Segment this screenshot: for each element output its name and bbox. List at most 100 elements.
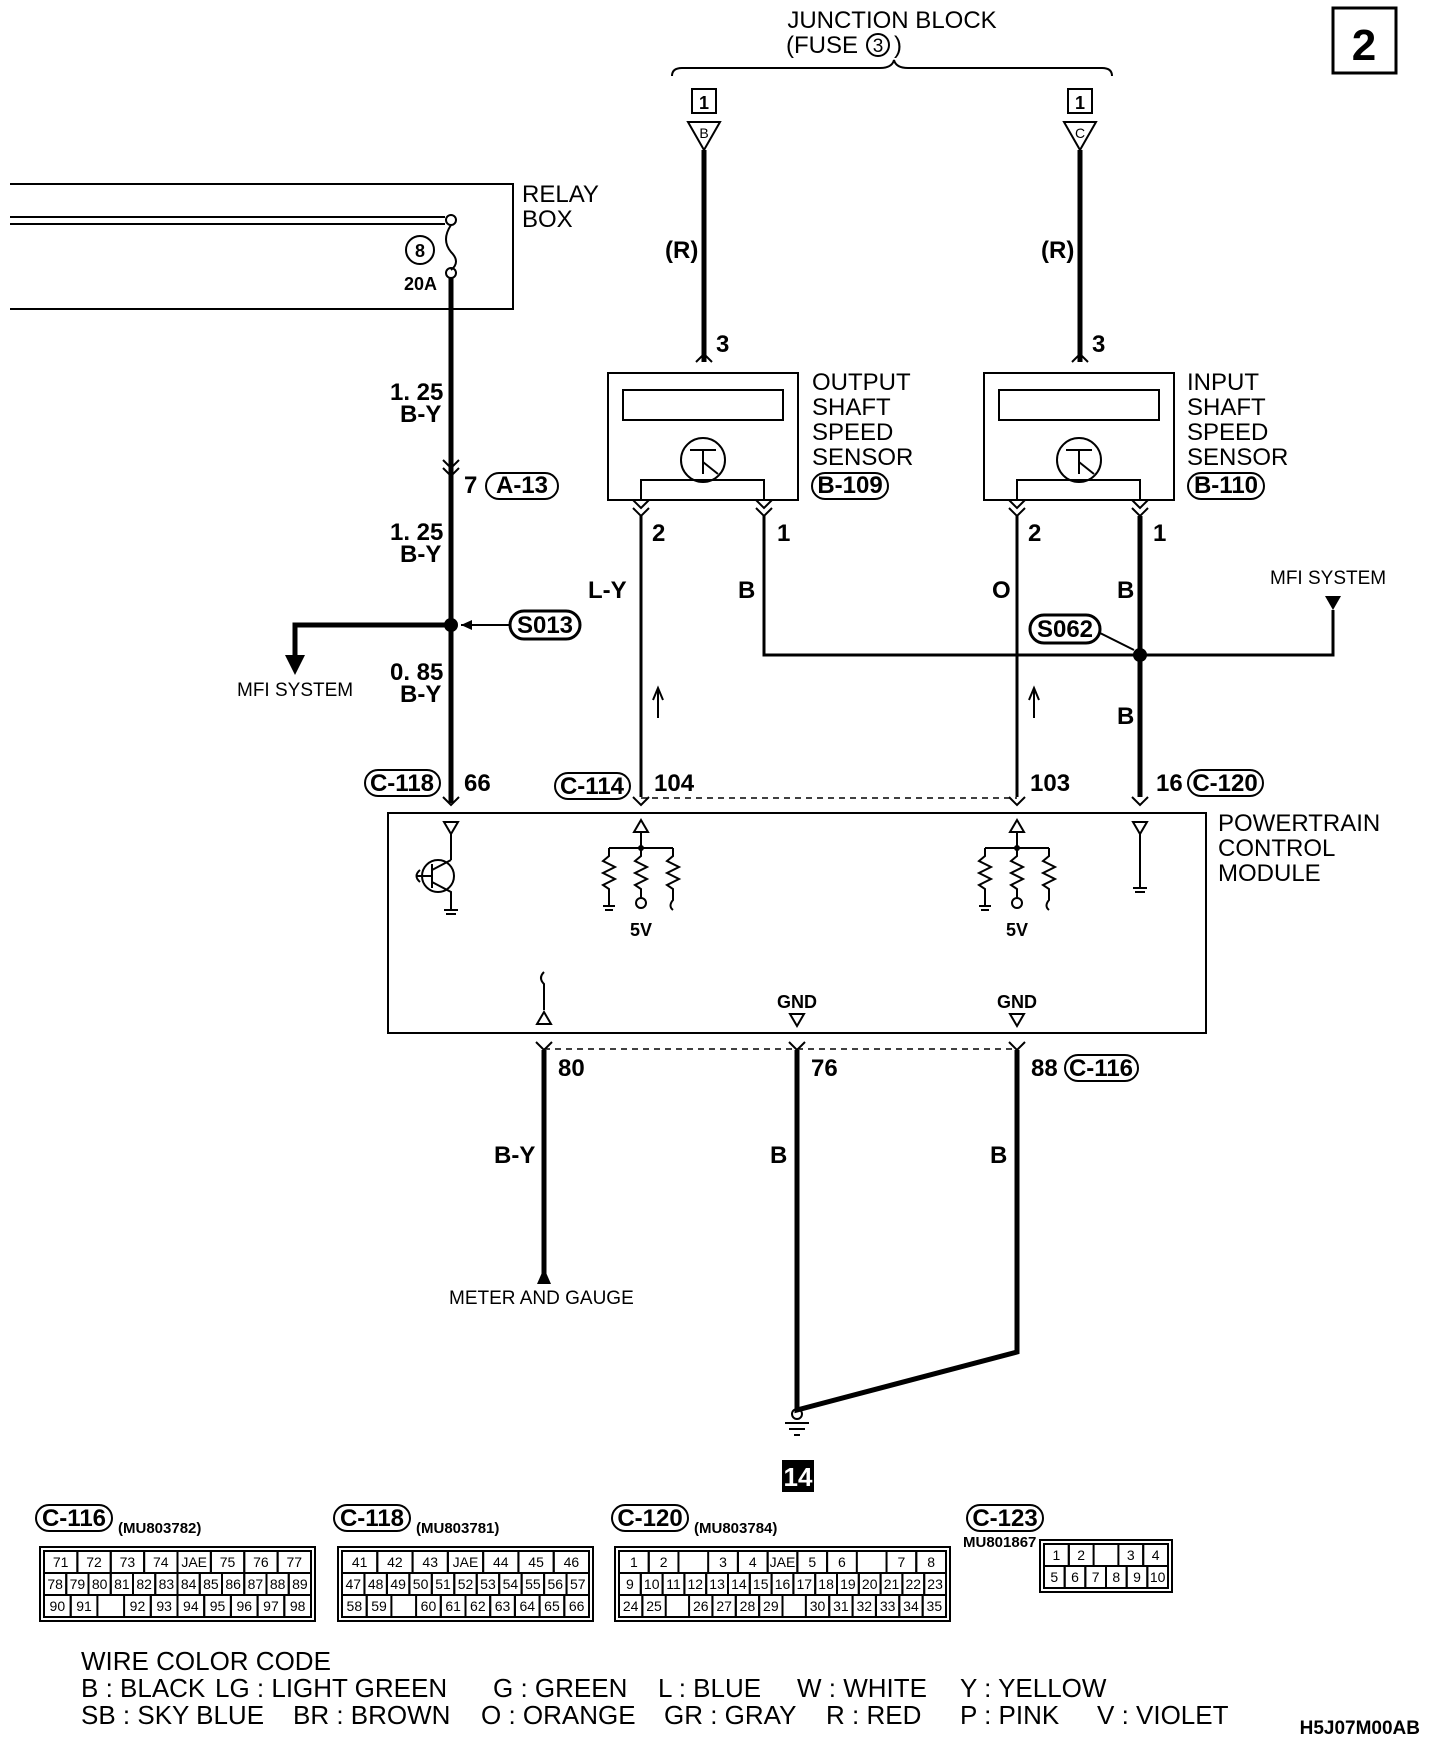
wire-color-entry: SB : SKY BLUE	[81, 1700, 264, 1730]
connector-pin-number: 86	[225, 1576, 241, 1592]
c120-pin-arrow	[1131, 796, 1149, 807]
connector-pin-number: 13	[709, 1576, 725, 1592]
connector-pin-number: 5	[808, 1554, 816, 1570]
s013-oval	[508, 609, 582, 641]
wire-color-entry: B : BLACK	[81, 1673, 206, 1703]
connector-face-tag	[35, 1504, 113, 1532]
meter-arrow	[537, 1268, 551, 1284]
signal-direction-arrow-2	[1028, 685, 1040, 718]
splice-s062: S062	[1037, 616, 1093, 643]
connector-pin-number: 1	[630, 1554, 638, 1570]
pcm-label-1: POWERTRAIN	[1218, 810, 1380, 837]
input-sensor-label-4: SENSOR	[1187, 444, 1288, 471]
drawing-code: H5J07M00AB	[1300, 1718, 1420, 1739]
pcm-pin104-symbol	[632, 818, 650, 833]
c114-pin-103: 103	[1030, 770, 1070, 797]
connector-pin-number: 23	[927, 1576, 943, 1592]
wire-label-l-y: L-Y	[588, 577, 627, 604]
wire-color-entry: P : PINK	[960, 1700, 1060, 1730]
connector-cavity	[641, 1594, 667, 1618]
wire-label-r-right: (R)	[1041, 237, 1074, 264]
c116-pin-80: 80	[558, 1055, 585, 1082]
connector-pin-number: 6	[1071, 1569, 1079, 1585]
connector-pin-number: 89	[292, 1576, 308, 1592]
connector-pin-number: 35	[927, 1598, 943, 1614]
connector-pin-number: 53	[480, 1576, 496, 1592]
wire-to-mfi-left	[292, 622, 451, 665]
wire-color-entry: W : WHITE	[797, 1673, 927, 1703]
connector-pin-number: 78	[47, 1576, 63, 1592]
junction-block-label: JUNCTION BLOCK	[787, 7, 996, 34]
c118-pin: 66	[464, 770, 491, 797]
connector-cavity	[563, 1594, 590, 1618]
output-sensor-internal-wire	[640, 479, 765, 500]
input-sensor-pin3: 3	[1092, 331, 1105, 358]
connector-pin-number: 56	[548, 1576, 564, 1592]
connector-pin-number: 66	[569, 1598, 585, 1614]
connector-pin-number: 10	[644, 1576, 660, 1592]
input-sensor-box	[983, 372, 1175, 501]
a13-pin: 7	[464, 472, 477, 499]
pcm-transistor-tilde	[415, 869, 421, 883]
connector-pin-number: 94	[183, 1598, 199, 1614]
jb-terminal-left-letter: B	[699, 125, 708, 141]
connector-pin-number: 84	[181, 1576, 197, 1592]
connector-face-part: (MU803782)	[118, 1520, 201, 1537]
connector-pin-number: 81	[114, 1576, 130, 1592]
connector-cavity	[1146, 1565, 1170, 1589]
fuse-element	[445, 224, 457, 271]
wire-label-b1: B	[738, 577, 755, 604]
connector-pin-number: 82	[136, 1576, 152, 1592]
connector-face-part: (MU803784)	[694, 1520, 777, 1537]
wire-label-b-76: B	[770, 1142, 787, 1169]
splice-s062-dot	[1133, 648, 1147, 662]
connector-cavity	[69, 1594, 99, 1618]
signal-direction-arrow-1	[652, 685, 664, 718]
jb-terminal-right-num: 1	[1075, 93, 1085, 113]
connector-pin-number: JAE	[453, 1554, 479, 1570]
mfi-right-arrow	[1325, 596, 1341, 610]
dest-mfi-left: MFI SYSTEM	[237, 680, 353, 701]
connector-pin-number: 18	[818, 1576, 834, 1592]
connector-pin-number: 65	[544, 1598, 560, 1614]
input-sensor-label-3: SPEED	[1187, 419, 1268, 446]
connector-pin-number: 12	[688, 1576, 704, 1592]
pcm-gnd-2: GND	[997, 992, 1037, 1012]
connector-pin-number: 8	[1112, 1569, 1120, 1585]
connector-face-name: C-123	[972, 1505, 1037, 1532]
connector-pin-number: 3	[719, 1554, 727, 1570]
connector-cavity	[283, 1594, 312, 1618]
pcm-pin104-ground	[603, 905, 615, 911]
c120-pin: 16	[1156, 770, 1183, 797]
connector-face-name: C-118	[340, 1505, 404, 1532]
input-sensor-pin1-arrows	[1131, 499, 1149, 518]
connector-pin-number: 52	[458, 1576, 474, 1592]
input-sensor-label-1: INPUT	[1187, 369, 1259, 396]
junction-block-fuse-number: 3	[873, 36, 884, 57]
input-sensor-element	[998, 389, 1160, 421]
pcm-pin104-resistors	[600, 847, 682, 911]
wire-label-r-left: (R)	[665, 237, 698, 264]
input-sensor-pin1: 1	[1153, 520, 1166, 547]
connector-pin-number: 44	[493, 1554, 509, 1570]
connector-pin-number: 3	[1127, 1547, 1135, 1563]
connector-face-tag	[966, 1504, 1044, 1532]
connector-pin-number: JAE	[181, 1554, 207, 1570]
connector-pin-number: 22	[906, 1576, 922, 1592]
connector-pin-number: 88	[270, 1576, 286, 1592]
output-sensor-box	[607, 372, 799, 501]
connector-pin-number: 95	[210, 1598, 226, 1614]
connector-pin-number: 45	[528, 1554, 544, 1570]
connector-pin-number: 75	[220, 1554, 236, 1570]
output-sensor-pin1: 1	[777, 520, 790, 547]
output-sensor-label-1: OUTPUT	[812, 369, 911, 396]
input-sensor-internal-wire	[1016, 479, 1141, 500]
output-sensor-label-3: SPEED	[812, 419, 893, 446]
input-sensor-label-2: SHAFT	[1187, 394, 1266, 421]
connector-pin-number: 11	[666, 1576, 681, 1592]
dest-mfi-right: MFI SYSTEM	[1270, 568, 1386, 589]
wire-size-3: 0. 85	[390, 659, 443, 686]
